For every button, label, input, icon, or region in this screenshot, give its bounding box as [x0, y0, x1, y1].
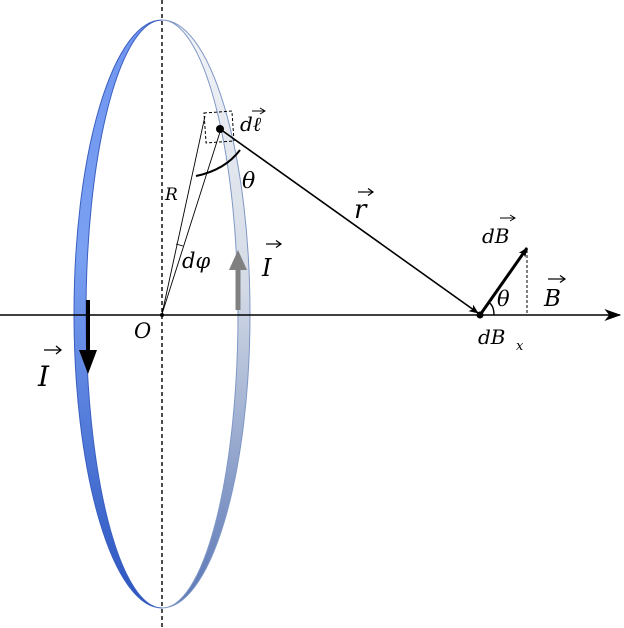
- svg-text:I: I: [261, 254, 272, 282]
- svg-text:x: x: [516, 339, 524, 354]
- r-vector: [219, 128, 479, 314]
- svg-text:dℓ: dℓ: [240, 112, 262, 136]
- svg-text:dB: dB: [482, 224, 510, 248]
- ring-back-band: [161, 19, 251, 609]
- label-d-phi: dφ: [182, 249, 210, 273]
- radius-line-2: [161, 131, 221, 315]
- dB-vector: [478, 247, 529, 316]
- label-current-back: I: [261, 240, 283, 282]
- label-r-vector: r: [354, 188, 375, 225]
- label-dB: dB: [482, 214, 516, 248]
- label-B: B: [543, 275, 567, 312]
- theta-arc-bottom: [487, 301, 495, 316]
- label-current-front: I: [37, 345, 63, 393]
- svg-text:B: B: [543, 286, 561, 312]
- label-radius: R: [164, 185, 178, 205]
- svg-text:I: I: [37, 360, 50, 393]
- ring-front-band: [73, 19, 163, 609]
- label-origin: O: [134, 319, 151, 343]
- label-theta-bottom: θ: [497, 287, 510, 311]
- svg-text:dB: dB: [478, 325, 506, 349]
- origin-point: [160, 313, 164, 317]
- label-d-ell: dℓ: [240, 107, 266, 136]
- label-dBx: dB x: [478, 325, 524, 354]
- radius-line-1: [161, 115, 206, 315]
- label-theta-top: θ: [242, 169, 255, 194]
- d-phi-tick: [175, 243, 184, 247]
- svg-text:r: r: [354, 195, 368, 225]
- current-element-box: [203, 110, 235, 144]
- field-point: [476, 311, 484, 319]
- theta-arc-top: [195, 149, 241, 177]
- current-arrow-back: [229, 250, 247, 310]
- current-arrow-front: [79, 300, 97, 374]
